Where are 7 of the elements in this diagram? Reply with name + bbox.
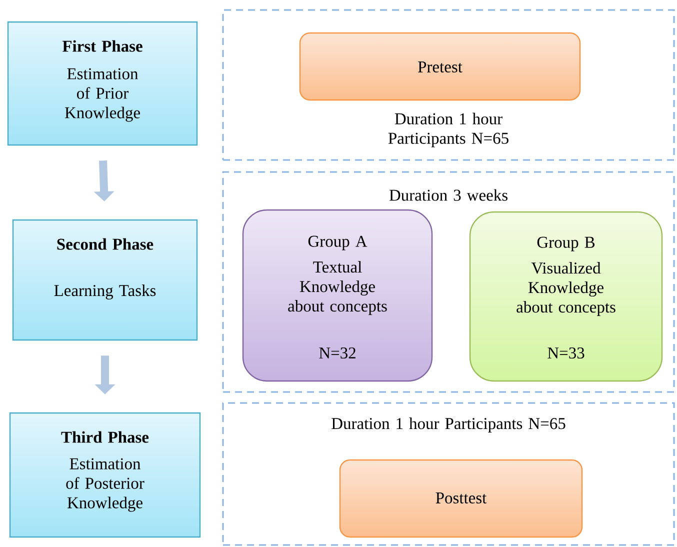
test-box: Pretest xyxy=(299,32,581,101)
phase-box: Third Phase Estimation of Posterior Knowledge xyxy=(9,412,201,538)
group-box: Group B Visualized Knowledge about concepts N=33 xyxy=(469,211,663,382)
test-box: Posttest xyxy=(339,459,583,538)
phase-box: Second Phase Learning Tasks xyxy=(12,219,198,341)
group-box: Group A Textual Knowledge about concepts N=32 xyxy=(242,209,433,382)
phase-box: First Phase Estimation of Prior Knowledge xyxy=(7,21,198,146)
